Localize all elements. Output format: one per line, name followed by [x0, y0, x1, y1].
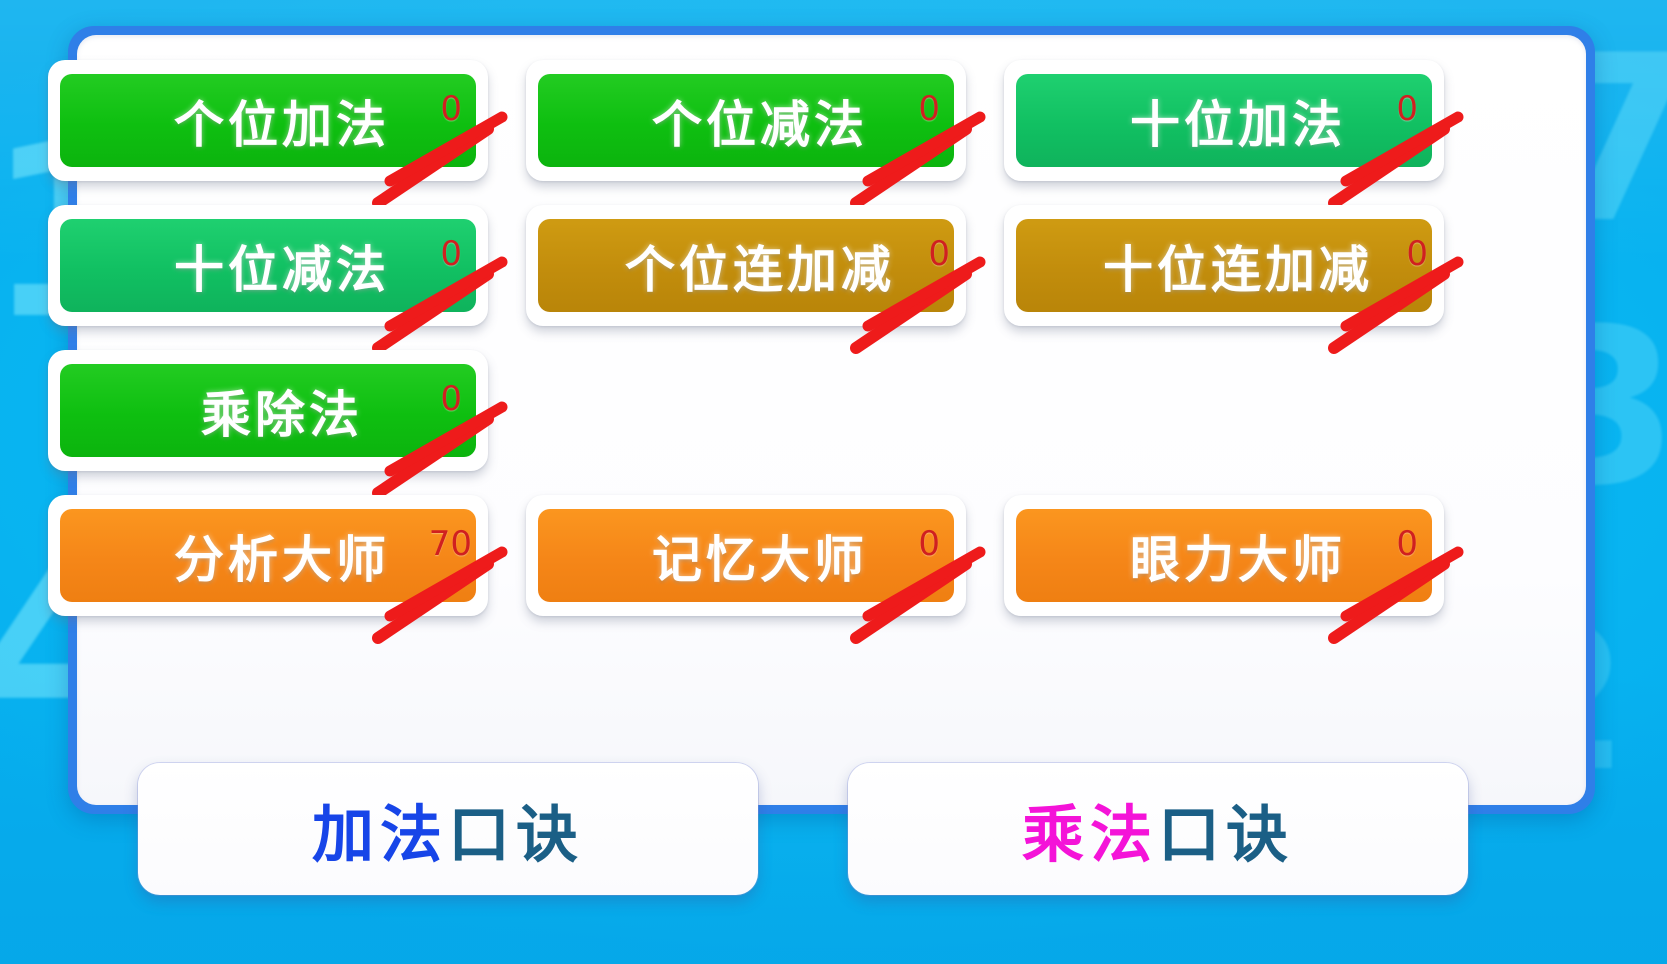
- menu-cell: 十位连加减 0: [1004, 197, 1470, 354]
- menu-cell: 个位连加减 0: [526, 197, 992, 354]
- menu-item-card[interactable]: 乘除法 0: [48, 350, 508, 499]
- menu-item-button[interactable]: 十位连加减 0: [1016, 219, 1432, 312]
- menu-item-score-badge: 0: [918, 89, 940, 129]
- menu-item-card[interactable]: 分析大师 70: [48, 495, 508, 644]
- addition-formula-label-part1: 加法: [311, 798, 448, 871]
- menu-cell: 分析大师 70: [48, 487, 514, 644]
- menu-item-score-badge: 70: [428, 524, 472, 564]
- menu-cell: [526, 342, 992, 487]
- menu-item-button[interactable]: 十位减法 0: [60, 219, 476, 312]
- menu-cell: [1004, 342, 1470, 487]
- addition-formula-button[interactable]: 加法口诀: [138, 763, 758, 895]
- menu-item-score-badge: 0: [440, 379, 462, 419]
- menu-item-button[interactable]: 记忆大师 0: [538, 509, 954, 602]
- menu-item-label: 记忆大师: [652, 530, 868, 589]
- multiplication-formula-label-part1: 乘法: [1021, 798, 1158, 871]
- menu-item-card[interactable]: 十位减法 0: [48, 205, 508, 354]
- menu-item-label: 分析大师: [174, 530, 390, 589]
- menu-item-card[interactable]: 个位减法 0: [526, 60, 986, 209]
- menu-item-label: 乘除法: [201, 385, 363, 444]
- menu-item-score-badge: 0: [440, 89, 462, 129]
- addition-formula-label-part2: 口诀: [448, 798, 585, 871]
- menu-item-score-badge: 0: [440, 234, 462, 274]
- menu-item-score-badge: 0: [1406, 234, 1428, 274]
- menu-item-button[interactable]: 个位减法 0: [538, 74, 954, 167]
- menu-item-label: 十位加法: [1130, 95, 1346, 154]
- menu-item-card[interactable]: 十位连加减 0: [1004, 205, 1464, 354]
- menu-cell: 十位加法 0: [1004, 52, 1470, 209]
- addition-formula-label: 加法口诀: [312, 784, 584, 874]
- menu-cell: 记忆大师 0: [526, 487, 992, 644]
- menu-item-button[interactable]: 眼力大师 0: [1016, 509, 1432, 602]
- menu-item-card[interactable]: 记忆大师 0: [526, 495, 986, 644]
- menu-item-label: 十位连加减: [1103, 240, 1373, 299]
- menu-item-button[interactable]: 个位连加减 0: [538, 219, 954, 312]
- multiplication-formula-label-part2: 口诀: [1158, 798, 1295, 871]
- menu-item-label: 眼力大师: [1130, 530, 1346, 589]
- menu-item-score-badge: 0: [1396, 524, 1418, 564]
- menu-item-score-badge: 0: [928, 234, 950, 274]
- menu-item-card[interactable]: 眼力大师 0: [1004, 495, 1464, 644]
- menu-item-button[interactable]: 个位加法 0: [60, 74, 476, 167]
- menu-item-label: 个位减法: [652, 95, 868, 154]
- menu-item-button[interactable]: 乘除法 0: [60, 364, 476, 457]
- menu-item-card[interactable]: 个位加法 0: [48, 60, 508, 209]
- menu-item-card[interactable]: 十位加法 0: [1004, 60, 1464, 209]
- menu-item-button[interactable]: 分析大师 70: [60, 509, 476, 602]
- menu-cell: 十位减法 0: [48, 197, 514, 354]
- menu-item-button[interactable]: 十位加法 0: [1016, 74, 1432, 167]
- menu-cell: 个位减法 0: [526, 52, 992, 209]
- menu-item-score-badge: 0: [918, 524, 940, 564]
- menu-item-card[interactable]: 个位连加减 0: [526, 205, 986, 354]
- menu-item-label: 个位加法: [174, 95, 390, 154]
- menu-item-label: 个位连加减: [625, 240, 895, 299]
- menu-cell: 乘除法 0: [48, 342, 514, 499]
- menu-grid: 个位加法 0 个位减法 0 十位加法 0 十位减法 0 个位连加减 0 十位连加减 0 乘除法 0 分析大师…: [48, 52, 1470, 644]
- menu-cell: 眼力大师 0: [1004, 487, 1470, 644]
- multiplication-formula-label: 乘法口诀: [1022, 784, 1294, 874]
- menu-cell: 个位加法 0: [48, 52, 514, 209]
- menu-item-score-badge: 0: [1396, 89, 1418, 129]
- multiplication-formula-button[interactable]: 乘法口诀: [848, 763, 1468, 895]
- menu-item-label: 十位减法: [174, 240, 390, 299]
